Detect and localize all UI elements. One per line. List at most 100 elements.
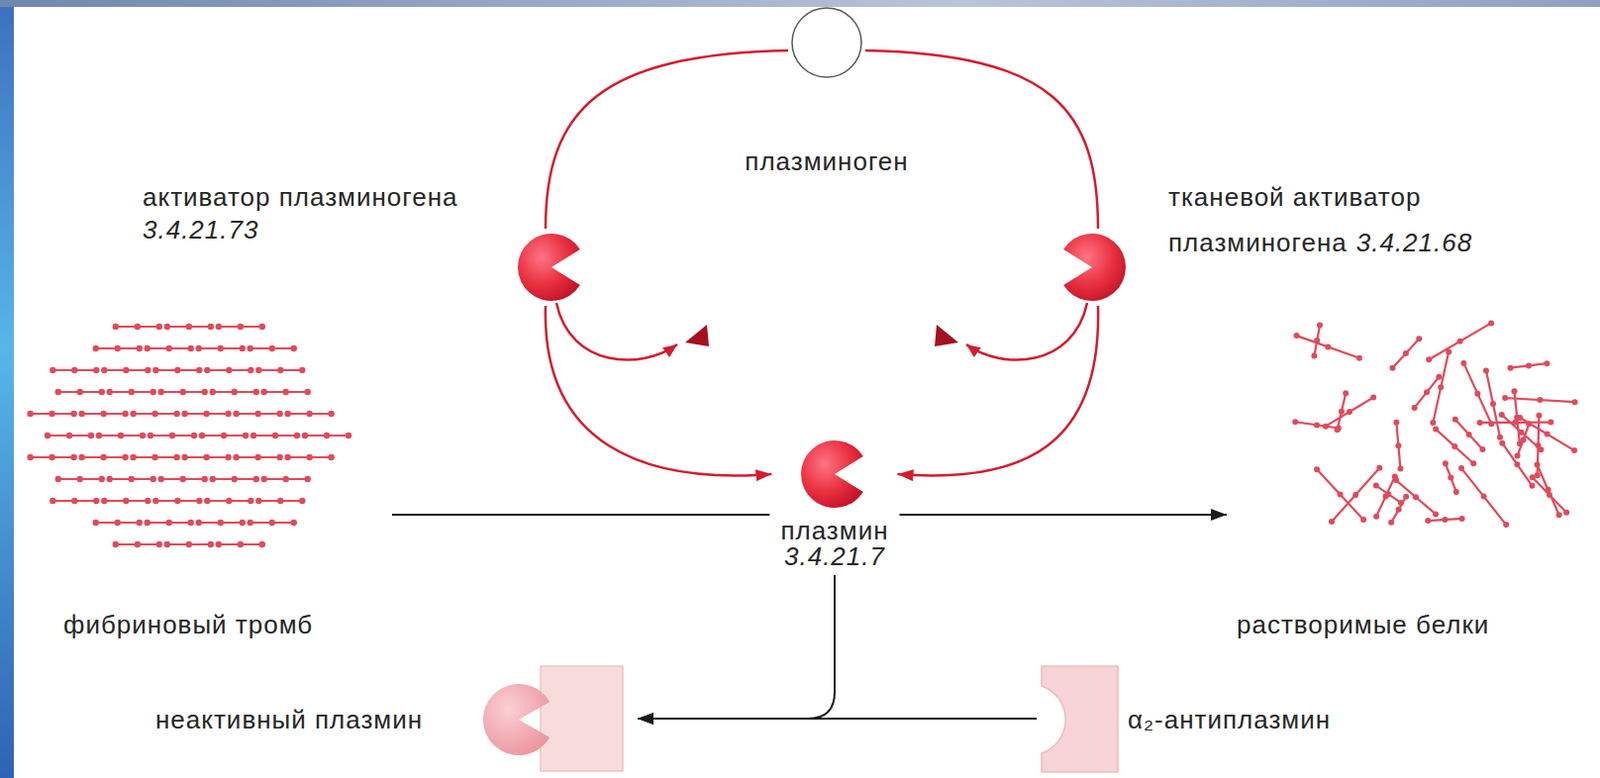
- fragment-dot: [1447, 475, 1454, 482]
- fibrin-dot: [122, 367, 129, 374]
- fragment-dot: [1513, 461, 1520, 468]
- fibrin-dot: [150, 476, 157, 483]
- fibrin-dot: [129, 410, 136, 417]
- protein-fragment: [1461, 468, 1506, 525]
- fibrin-dot: [100, 367, 107, 374]
- fibrin-dot: [99, 389, 105, 396]
- fibrin-dot: [93, 367, 100, 374]
- protein-fragment: [1414, 377, 1440, 408]
- connector-arrow: [392, 513, 770, 516]
- fragment-dot: [1545, 487, 1552, 494]
- protein-fragment: [1396, 480, 1436, 514]
- fibrin-dot: [26, 410, 33, 417]
- fibrin-dot: [169, 432, 176, 439]
- fragment-dot: [1392, 474, 1399, 481]
- fibrin-dot: [215, 541, 222, 548]
- fibrin-dot: [199, 432, 205, 439]
- fibrin-dot: [231, 476, 238, 483]
- fragment-dot: [1516, 414, 1523, 421]
- connector-arrow: [637, 575, 835, 719]
- fragment-dot: [1437, 384, 1444, 391]
- fibrin-dot: [202, 454, 209, 461]
- fibrin-dot: [150, 389, 157, 396]
- fibrin-dot: [259, 323, 266, 330]
- fibrin-dot: [121, 410, 128, 417]
- slide-band: [0, 0, 1600, 7]
- fibrin-dot: [114, 519, 121, 526]
- fibrin-dot: [66, 432, 73, 439]
- fragment-dot: [1458, 465, 1465, 472]
- fibrin-dot: [106, 476, 113, 483]
- fibrin-dot: [269, 345, 276, 352]
- node-label: плазминоген: [744, 146, 908, 177]
- protein-fragment: [1396, 422, 1400, 470]
- fragment-dot: [1324, 343, 1331, 350]
- fragment-dot: [1543, 360, 1550, 367]
- activator-enzyme: [1056, 231, 1128, 303]
- protein-fragment: [1519, 417, 1575, 451]
- fibrin-dot: [55, 389, 62, 396]
- fragment-dot: [1477, 419, 1484, 426]
- fragment-dot: [1459, 515, 1466, 522]
- fragment-dot: [1424, 517, 1431, 524]
- fibrin-dot: [224, 454, 231, 461]
- fragment-dot: [1457, 338, 1464, 345]
- diagram-node: растворимые белки: [1232, 312, 1585, 646]
- fragment-dot: [1342, 390, 1349, 397]
- activator-enzyme: [515, 231, 588, 303]
- fibrin-dot: [304, 389, 311, 396]
- fibrin-dot: [93, 519, 100, 526]
- fragment-dot: [1506, 365, 1513, 372]
- node-label: активатор плазминогена: [142, 182, 458, 212]
- fragment-dot: [1376, 465, 1383, 472]
- fragment-dot: [1534, 472, 1541, 479]
- enzyme-number: 3.4.21.73: [142, 214, 259, 245]
- fibrin-dot: [207, 323, 214, 330]
- fibrin-dot: [151, 410, 158, 417]
- fragment-dot: [1397, 466, 1403, 473]
- zymogen-circle: [790, 5, 864, 80]
- fragment-dot: [1510, 388, 1517, 395]
- fibrin-dot: [44, 432, 51, 439]
- fibrin-dot: [93, 345, 100, 352]
- connector-arrow: [900, 513, 1228, 516]
- fibrin-dot: [173, 410, 180, 417]
- fragment-dot: [1292, 418, 1299, 425]
- fibrin-dot: [156, 323, 163, 330]
- fibrin-dot: [166, 345, 173, 352]
- fibrin-dot: [134, 541, 141, 548]
- fragment-dot: [1572, 399, 1579, 405]
- fragment-dot: [1388, 519, 1395, 526]
- fibrin-dot: [152, 367, 159, 374]
- connector-arrow: [898, 305, 1100, 476]
- fibrin-dot: [186, 541, 193, 548]
- fragment-dot: [1313, 466, 1320, 473]
- protein-fragment: [1463, 363, 1492, 424]
- fragment-dot: [1547, 419, 1554, 426]
- fragment-dot: [1483, 367, 1490, 374]
- fibrin-dot: [232, 454, 239, 461]
- fibrin-dot: [99, 476, 105, 483]
- fragment-dot: [1488, 420, 1495, 427]
- connector-arrow: [865, 50, 1099, 229]
- fragment-dot: [1571, 447, 1578, 454]
- fragment-dot: [1395, 442, 1401, 449]
- fibrin-dot: [253, 476, 260, 483]
- zymogen-circle: [792, 7, 862, 78]
- inhibitor-shape: [1041, 666, 1118, 773]
- connector-arrow: [545, 305, 773, 476]
- fibrin-dot: [144, 498, 151, 504]
- fibrin-clot-drawing: [26, 323, 352, 548]
- fibrin-dot: [88, 432, 95, 439]
- protein-fragment: [1501, 443, 1532, 487]
- fibrin-dot: [77, 389, 84, 396]
- fibrin-dot: [239, 345, 246, 352]
- fibrin-dot: [277, 367, 284, 374]
- connector-arrow: [545, 50, 789, 229]
- diagram-node: неактивный плазмин: [151, 663, 634, 775]
- fibrin-dot: [196, 519, 202, 526]
- fibrin-dot: [215, 323, 222, 330]
- slide-stripe: [0, 0, 14, 778]
- fibrin-dot: [203, 498, 210, 504]
- protein-fragment: [1435, 429, 1474, 465]
